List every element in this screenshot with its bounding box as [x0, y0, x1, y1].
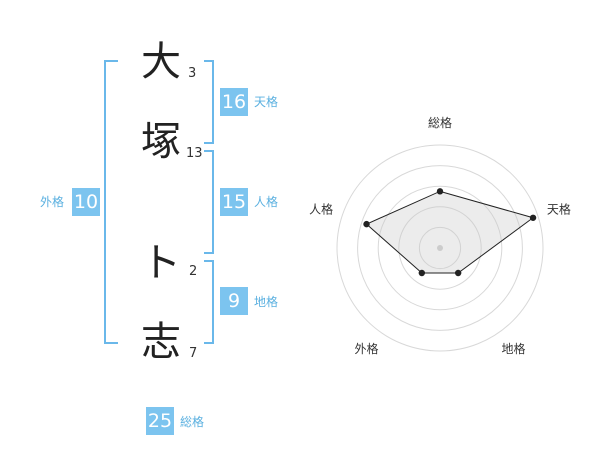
radar-axis-label-4: 外格: [355, 341, 379, 356]
stroke-count-4: 7: [189, 346, 198, 361]
name-char-3: ト: [141, 240, 181, 286]
stroke-count-3: 2: [189, 264, 198, 279]
stroke-count-1: 3: [188, 66, 197, 81]
radar-center-dot: [437, 245, 443, 251]
radar-ring: [357, 165, 523, 331]
radar-point-1: [436, 188, 444, 195]
radar-axis-label-2: 天格: [547, 201, 571, 216]
radar-ring: [377, 185, 503, 311]
radar-axis-label-3: 地格: [501, 341, 525, 356]
tenkaku-label: 天格: [254, 95, 279, 109]
tenkaku-bracket: [204, 60, 214, 144]
stroke-count-2: 13: [186, 146, 203, 161]
gaikaku-value: 10: [72, 188, 100, 216]
radar-axis-label-1: 総格: [428, 115, 452, 130]
radar-series-polygon: [365, 190, 535, 274]
chikaku-bracket: [204, 260, 214, 344]
radar-ring: [336, 144, 544, 352]
gaikaku-label: 外格: [40, 195, 65, 209]
radar-axis-label-5: 人格: [309, 201, 333, 216]
name-char-4: 志: [141, 319, 181, 365]
jinkaku-value: 15: [220, 188, 248, 216]
radar-point-2: [529, 214, 537, 221]
jinkaku-bracket: [204, 150, 214, 254]
radar-ring: [418, 226, 462, 270]
radar-point-5: [363, 220, 370, 228]
name-char-2: 塚: [141, 119, 181, 165]
chikaku-label: 地格: [254, 295, 279, 309]
radar-ring: [398, 206, 482, 290]
chikaku-value: 9: [220, 287, 248, 315]
name-char-1: 大: [141, 39, 181, 85]
soukaku-value: 25: [146, 407, 174, 435]
jinkaku-label: 人格: [254, 195, 279, 209]
radar-point-4: [418, 269, 426, 277]
gaikaku-bracket: [104, 60, 118, 344]
soukaku-label: 総格: [180, 415, 205, 429]
tenkaku-value: 16: [220, 88, 248, 116]
radar-point-3: [454, 269, 462, 277]
